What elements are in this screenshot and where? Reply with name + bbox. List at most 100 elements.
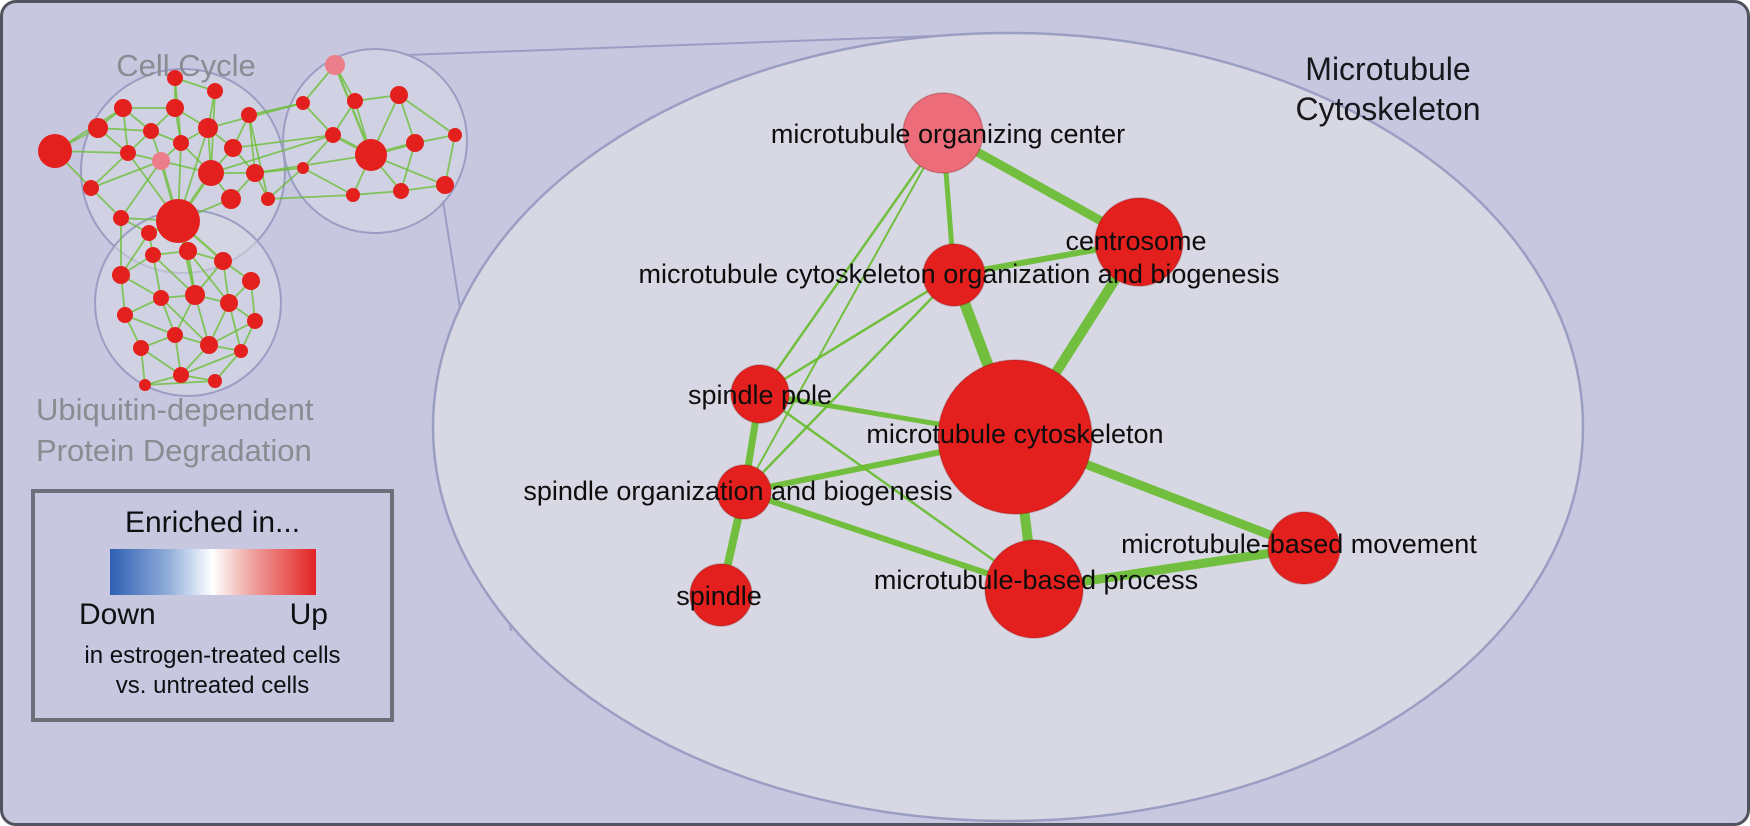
mini-edge bbox=[302, 167, 354, 196]
mini-node[interactable] bbox=[347, 93, 363, 109]
mini-node[interactable] bbox=[143, 123, 159, 139]
mini-edge bbox=[333, 64, 373, 156]
mini-node[interactable] bbox=[436, 176, 454, 194]
node-mbm[interactable] bbox=[1267, 511, 1341, 585]
mini-node[interactable] bbox=[173, 135, 189, 151]
mini-edge bbox=[267, 167, 304, 200]
mini-edge bbox=[90, 152, 129, 189]
node-spindle[interactable] bbox=[689, 563, 753, 627]
mini-node[interactable] bbox=[38, 134, 72, 168]
node-mbp[interactable] bbox=[984, 539, 1084, 639]
mini-node[interactable] bbox=[156, 199, 200, 243]
mini-node[interactable] bbox=[220, 294, 238, 312]
mini-edge bbox=[90, 160, 162, 189]
cell-cycle-cluster-label: Cell Cycle bbox=[116, 48, 256, 83]
mini-edge bbox=[248, 114, 269, 200]
mini-node[interactable] bbox=[296, 96, 310, 110]
detail-edge-spindle_pole-mbp bbox=[759, 392, 1035, 591]
microtubule-cluster-title-line2: Cytoskeleton bbox=[1295, 91, 1481, 127]
node-label-centrosome: centrosome bbox=[1065, 226, 1206, 256]
mini-node[interactable] bbox=[112, 266, 130, 284]
mini-node[interactable] bbox=[261, 192, 275, 206]
mini-node[interactable] bbox=[393, 183, 409, 199]
mini-node[interactable] bbox=[173, 367, 189, 383]
node-mc[interactable] bbox=[937, 359, 1093, 515]
mini-edge bbox=[210, 134, 334, 174]
mini-node[interactable] bbox=[198, 160, 224, 186]
mini-node[interactable] bbox=[346, 188, 360, 202]
mini-node[interactable] bbox=[133, 340, 149, 356]
mini-node[interactable] bbox=[145, 247, 161, 263]
mini-node[interactable] bbox=[247, 313, 263, 329]
mini-node[interactable] bbox=[120, 145, 136, 161]
mini-node[interactable] bbox=[141, 225, 157, 241]
mini-node[interactable] bbox=[139, 379, 151, 391]
mini-node[interactable] bbox=[179, 242, 197, 260]
node-label-mc: microtubule cytoskeleton bbox=[866, 419, 1163, 449]
legend-gradient-bar bbox=[109, 549, 316, 595]
zoom-cone-line bbox=[405, 33, 989, 56]
mini-edge bbox=[120, 160, 162, 219]
microtubule-cluster-title-line1: Microtubule bbox=[1305, 51, 1471, 87]
node-spindle_pole[interactable] bbox=[730, 364, 790, 424]
mini-node[interactable] bbox=[167, 327, 183, 343]
mini-edge bbox=[232, 134, 334, 149]
mini-node[interactable] bbox=[390, 86, 408, 104]
mini-node[interactable] bbox=[153, 290, 169, 306]
node-label-spindle: spindle bbox=[676, 581, 762, 611]
mini-node[interactable] bbox=[325, 55, 345, 75]
mini-node[interactable] bbox=[297, 162, 309, 174]
detail-edge-moc-sob bbox=[743, 132, 944, 493]
mini-node[interactable] bbox=[200, 336, 218, 354]
mini-node[interactable] bbox=[198, 118, 218, 138]
mini-node[interactable] bbox=[406, 134, 424, 152]
mini-node[interactable] bbox=[221, 189, 241, 209]
node-centrosome[interactable] bbox=[1094, 197, 1184, 287]
network-canvas: microtubule organizing centercentrosomem… bbox=[38, 31, 1585, 823]
ubiquitin-cluster-label: Ubiquitin-dependent Protein Degradation bbox=[36, 389, 314, 471]
node-label-sob: spindle organization and biogenesis bbox=[523, 476, 952, 506]
legend-caption-line2: vs. untreated cells bbox=[115, 672, 310, 699]
mini-node[interactable] bbox=[355, 139, 387, 171]
mini-node[interactable] bbox=[448, 128, 462, 142]
ubiquitin-cluster-label-line1: Ubiquitin-dependent bbox=[36, 392, 314, 427]
mini-node[interactable] bbox=[113, 210, 129, 226]
mini-node[interactable] bbox=[224, 139, 242, 157]
detail-edge-mcob-spindle_pole bbox=[759, 273, 955, 396]
mini-node[interactable] bbox=[325, 127, 341, 143]
mini-node[interactable] bbox=[114, 99, 132, 117]
mini-node[interactable] bbox=[234, 344, 248, 358]
mini-node[interactable] bbox=[208, 374, 222, 388]
detail-edge-sob-mbp bbox=[743, 489, 1035, 592]
node-moc[interactable] bbox=[902, 92, 984, 174]
detail-edge-mcob-sob bbox=[743, 274, 955, 493]
node-mcob[interactable] bbox=[922, 243, 986, 307]
mini-node[interactable] bbox=[117, 307, 133, 323]
mini-node[interactable] bbox=[152, 152, 170, 170]
mini-edge bbox=[248, 114, 256, 174]
mini-node[interactable] bbox=[167, 70, 183, 86]
legend-box: Enriched in... Down Up in estrogen-treat… bbox=[31, 489, 394, 722]
detail-edge-moc-spindle_pole bbox=[758, 132, 945, 395]
mini-edge bbox=[160, 297, 210, 346]
node-label-mbp: microtubule-based process bbox=[874, 565, 1198, 595]
mini-node[interactable] bbox=[88, 118, 108, 138]
mini-node[interactable] bbox=[214, 252, 232, 270]
microtubule-cluster-title: Microtubule Cytoskeleton bbox=[1296, 49, 1481, 129]
mini-edge bbox=[124, 314, 176, 336]
mini-node[interactable] bbox=[242, 272, 260, 290]
node-label-mcob: microtubule cytoskeleton organization an… bbox=[639, 259, 1280, 289]
mini-edge bbox=[254, 154, 372, 174]
legend-title: Enriched in... bbox=[124, 506, 301, 539]
legend-caption-line1: in estrogen-treated cells bbox=[84, 642, 341, 669]
node-sob[interactable] bbox=[716, 464, 772, 520]
mini-node[interactable] bbox=[83, 180, 99, 196]
mini-node[interactable] bbox=[241, 107, 257, 123]
mini-node[interactable] bbox=[246, 164, 264, 182]
mini-node[interactable] bbox=[166, 99, 184, 117]
mini-node[interactable] bbox=[207, 83, 223, 99]
mini-edge bbox=[248, 102, 304, 116]
mini-node[interactable] bbox=[185, 285, 205, 305]
mini-edge bbox=[398, 94, 456, 136]
node-label-spindle_pole: spindle pole bbox=[688, 380, 832, 410]
